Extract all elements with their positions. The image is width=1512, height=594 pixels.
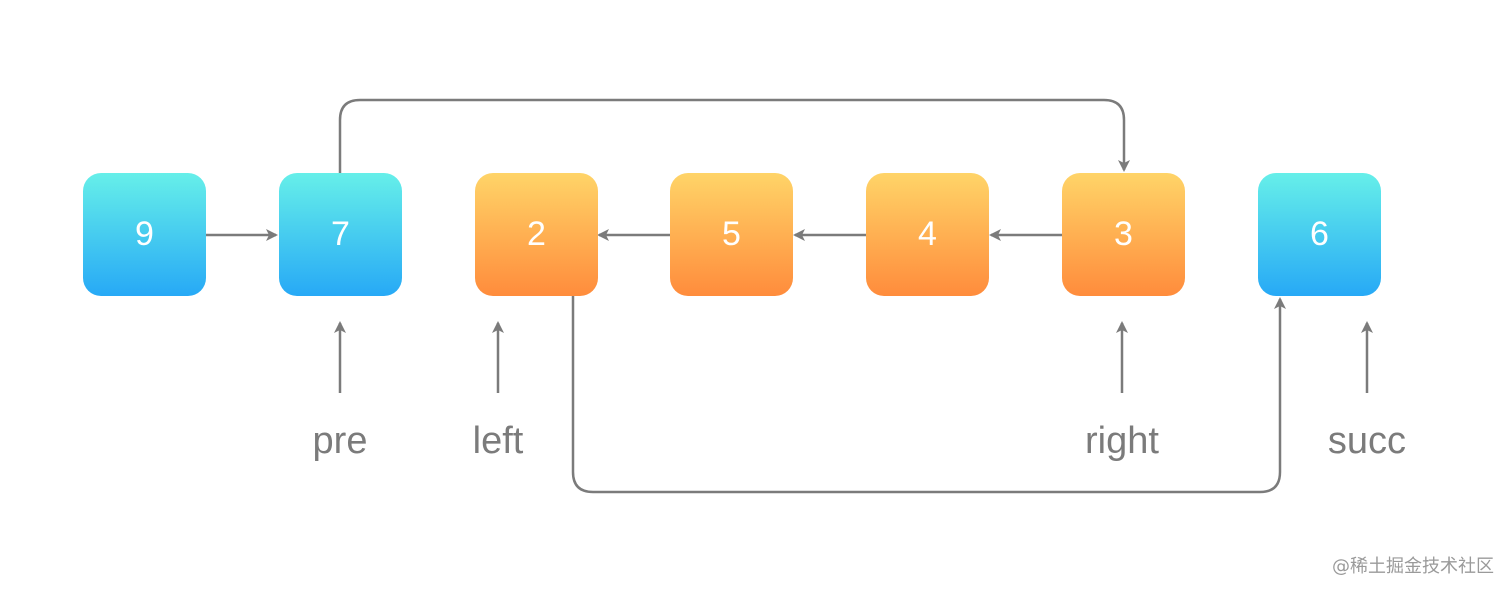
node-value: 6: [1310, 215, 1329, 253]
node-value: 2: [527, 215, 546, 253]
node-value: 9: [135, 215, 154, 253]
node-value: 7: [331, 215, 350, 253]
node-value: 4: [918, 215, 937, 253]
list-node-9: 9: [83, 173, 206, 296]
node-value: 5: [722, 215, 741, 253]
watermark: @稀土掘金技术社区: [1332, 556, 1494, 577]
list-node-4: 4: [866, 173, 989, 296]
list-node-6: 6: [1258, 173, 1381, 296]
list-node-3: 3: [1062, 173, 1185, 296]
pointer-label-succ: succ: [1327, 420, 1407, 462]
list-node-7: 7: [279, 173, 402, 296]
arrow-2-to-6: [571, 296, 1286, 494]
node-value: 3: [1114, 215, 1133, 253]
list-node-5: 5: [670, 173, 793, 296]
arrow-7-to-3: [338, 98, 1130, 173]
pointer-label-right: right: [1085, 420, 1159, 462]
pointer-label-left: left: [472, 420, 524, 462]
pointer-label-pre: pre: [312, 420, 368, 462]
list-node-2: 2: [475, 173, 598, 296]
